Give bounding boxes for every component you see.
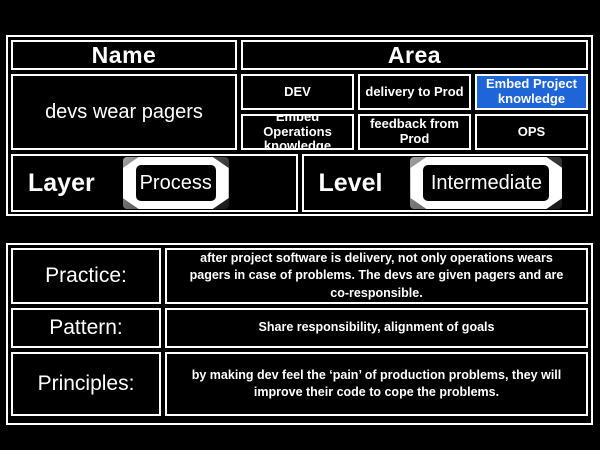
area-cell-embed-operations-knowledge: Embed Operations knowledge	[241, 114, 354, 150]
area-cell-embed-project-knowledge: Embed Project knowledge	[475, 74, 588, 110]
principles-label: Principles:	[11, 352, 161, 416]
name-column-header: Name	[11, 40, 237, 70]
process-badge-frame-icon: Process	[122, 157, 229, 209]
layer-level-row: Layer Process Level Intermediate	[11, 154, 588, 212]
area-cell-dev: DEV	[241, 74, 354, 110]
layer-label: Layer	[28, 168, 95, 197]
layer-value: Process	[135, 165, 216, 201]
pattern-name: devs wear pagers	[11, 74, 237, 150]
level-cell: Level Intermediate	[301, 154, 588, 212]
principles-text: by making dev feel the ‘pain’ of product…	[165, 352, 588, 416]
level-value: Intermediate	[423, 165, 550, 201]
level-label: Level	[318, 168, 383, 197]
area-cell-ops: OPS	[475, 114, 588, 150]
area-cell-delivery-to-prod: delivery to Prod	[358, 74, 471, 110]
area-column-header: Area	[241, 40, 588, 70]
layer-cell: Layer Process	[11, 154, 298, 212]
area-cell-feedback-from-prod: feedback from Prod	[358, 114, 471, 150]
practice-label: Practice:	[11, 248, 161, 304]
pattern-label: Pattern:	[11, 308, 161, 348]
intermediate-badge-frame-icon: Intermediate	[410, 157, 563, 209]
area-grid: DEV delivery to Prod Embed Project knowl…	[241, 74, 588, 150]
pattern-summary-card: Name Area devs wear pagers DEV delivery …	[6, 35, 593, 216]
practice-text: after project software is delivery, not …	[165, 248, 588, 304]
pattern-details-table: Practice: after project software is deli…	[6, 243, 593, 425]
pattern-text: Share responsibility, alignment of goals	[165, 308, 588, 348]
